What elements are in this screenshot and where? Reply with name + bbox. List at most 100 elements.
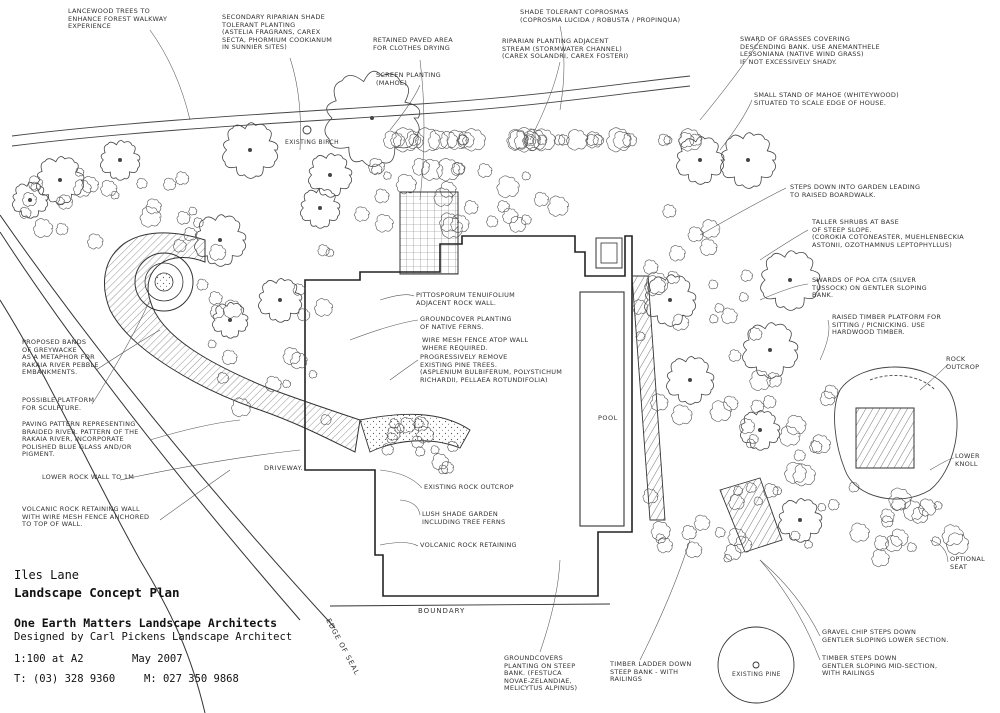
annotation-gravel-chip: GRAVEL CHIP STEPS DOWN GENTLER SLOPING L…: [822, 628, 949, 644]
shrub: [477, 163, 493, 178]
tree-trunk: [746, 157, 751, 162]
shrub: [427, 129, 449, 150]
shrub: [678, 128, 703, 152]
shrub: [19, 206, 32, 219]
shrub: [433, 187, 454, 207]
firm-name: One Earth Matters Landscape Architects: [14, 616, 278, 630]
shrub: [231, 397, 252, 418]
leader-line: [389, 84, 421, 131]
leader-line: [349, 319, 419, 341]
shrub: [395, 173, 417, 195]
shrub: [650, 521, 671, 541]
leader-line: [759, 229, 809, 261]
shrub: [163, 177, 177, 191]
shrub: [644, 275, 666, 297]
shrub: [681, 525, 697, 540]
shrub: [222, 299, 243, 319]
tree-trunk: [768, 347, 773, 352]
shrub: [497, 200, 510, 213]
tree-canopy: [720, 132, 777, 189]
annotation-raised-timber: RAISED TIMBER PLATFORM FOR SITTING / PIC…: [832, 313, 942, 337]
shrub: [172, 239, 187, 253]
shrub: [413, 416, 429, 432]
annotation-lower-knoll: LOWER KNOLL: [955, 452, 980, 468]
annotation-screen-planting: SCREEN PLANTING (MAHOE): [376, 71, 441, 87]
tree-trunk: [277, 297, 282, 302]
tree-trunk: [247, 147, 252, 152]
shrub: [282, 347, 301, 365]
annotation-timber-steps: TIMBER STEPS DOWN GENTLER SLOPING MID-SE…: [822, 654, 938, 678]
annotation-retained-paved: RETAINED PAVED AREA FOR CLOTHES DRYING: [373, 36, 453, 52]
shrub: [650, 393, 669, 412]
annotation-volcanic-wall: VOLCANIC ROCK RETAINING WALL WITH WIRE M…: [22, 505, 150, 529]
shrub: [671, 404, 693, 426]
annotation-groundcover-ferns: GROUNDCOVER PLANTING OF NATIVE FERNS.: [420, 315, 512, 331]
river-pattern-paving: [104, 232, 471, 453]
annotation-steps-down: STEPS DOWN INTO GARDEN LEADING TO RAISED…: [790, 183, 921, 199]
leader-line: [639, 539, 691, 661]
shrub: [885, 535, 903, 553]
shrub: [320, 414, 332, 426]
drawing-date: May 2007: [132, 653, 183, 665]
tree-trunk: [688, 377, 693, 382]
tree-trunk: [217, 237, 222, 242]
tree-trunk: [317, 205, 322, 210]
tree-canopy: [36, 156, 85, 205]
shrub: [430, 445, 440, 455]
shrub: [145, 198, 162, 215]
shrub: [753, 496, 763, 506]
leader-line: [379, 294, 415, 301]
leader-line: [719, 99, 753, 151]
shrub: [873, 535, 890, 551]
shrub: [282, 379, 291, 389]
shrub: [439, 181, 457, 198]
tree-canopy: [300, 188, 341, 229]
annotation-lancewood: LANCEWOOD TREES TO ENHANCE FOREST WALKWA…: [68, 7, 168, 31]
shrub: [522, 130, 542, 150]
annotation-wire-mesh: WIRE MESH FENCE ATOP WALL WHERE REQUIRED…: [422, 336, 529, 352]
shrub: [73, 179, 92, 198]
leader-line: [91, 299, 151, 405]
tree-trunk: [227, 317, 232, 322]
shrub: [655, 533, 666, 544]
leader-line: [149, 29, 191, 121]
shrub: [790, 530, 801, 541]
annotation-proposed-bands: PROPOSED BANDS OF GREYWACKE AS A METAPHO…: [22, 338, 99, 377]
leader-line: [159, 469, 231, 521]
shrub: [136, 177, 148, 189]
shrub: [439, 130, 458, 149]
leader-line: [559, 25, 565, 111]
shrub: [508, 130, 528, 150]
shrub: [450, 214, 470, 234]
shrub: [678, 131, 695, 148]
shrub: [431, 453, 449, 471]
shrub: [382, 130, 402, 150]
shrub: [506, 128, 529, 151]
annotation-possible-platform: POSSIBLE PLATFORM FOR SCULPTURE.: [22, 396, 95, 412]
shrub: [902, 500, 924, 521]
shrub: [880, 508, 895, 523]
shrub: [415, 446, 426, 457]
annotation-lower-rock-wall: LOWER ROCK WALL TO 1M: [42, 473, 135, 481]
annotation-leader-lines: [91, 25, 955, 661]
shrub: [657, 133, 671, 147]
edge-of-seal-label: EDGE OF SEAL: [324, 617, 361, 677]
road-edge-lines: [0, 214, 336, 713]
shrub: [408, 133, 422, 147]
leader-line: [929, 457, 955, 471]
shrub: [592, 134, 605, 146]
annotation-timber-ladder: TIMBER LADDER DOWN STEEP BANK - WITH RAI…: [610, 660, 692, 684]
shrub: [671, 313, 690, 331]
shrub: [390, 132, 406, 148]
shrub: [354, 206, 370, 222]
stormwater-channel: [11, 75, 691, 147]
shrub: [55, 222, 69, 236]
existing-birch-label: EXISTING BIRCH: [285, 139, 339, 146]
shrub: [819, 390, 836, 407]
tree-trunk: [798, 518, 803, 523]
shrub: [413, 418, 424, 429]
shrub: [733, 485, 744, 496]
pool-outline: [579, 237, 625, 527]
shrub: [848, 481, 860, 493]
